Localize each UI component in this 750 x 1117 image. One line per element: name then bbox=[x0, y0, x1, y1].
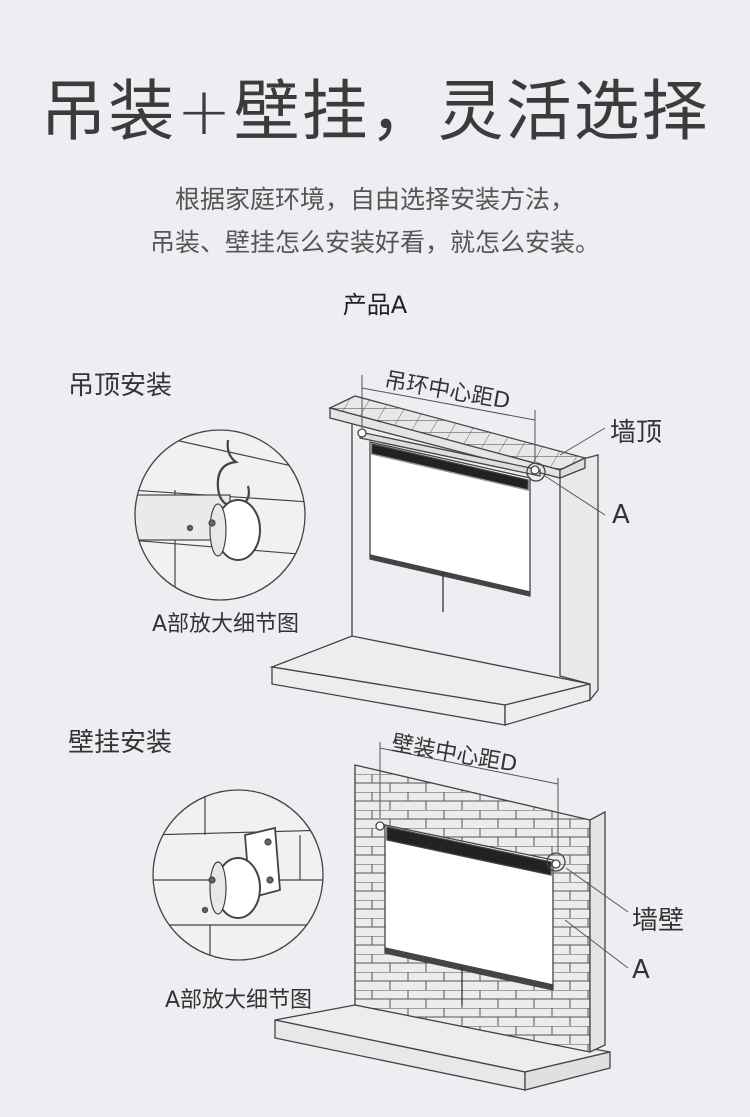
ceiling-detail-caption: A部放大细节图 bbox=[152, 612, 300, 637]
wall-section-title: 壁挂安装 bbox=[68, 728, 173, 758]
wall-room bbox=[274, 764, 611, 1091]
product-label: 产品A bbox=[342, 291, 408, 319]
wall-point-label: A bbox=[632, 955, 650, 985]
intro-line-2: 吊装、壁挂怎么安装好看，就怎么安装。 bbox=[149, 228, 600, 257]
ceiling-surface-label: 墙顶 bbox=[610, 418, 663, 448]
ceiling-section-title: 吊顶安装 bbox=[68, 371, 173, 401]
wall-surface-label: 墙壁 bbox=[632, 906, 685, 936]
wall-detail-caption: A部放大细节图 bbox=[165, 988, 313, 1013]
intro-line-1: 根据家庭环境，自由选择安装方法， bbox=[174, 185, 575, 214]
wall-detail-circle bbox=[153, 790, 323, 960]
ceiling-detail-circle bbox=[135, 430, 305, 600]
ceiling-room bbox=[269, 395, 599, 726]
ceiling-point-label: A bbox=[612, 500, 630, 530]
page-title: 吊装+壁挂，灵活选择 bbox=[40, 73, 710, 150]
